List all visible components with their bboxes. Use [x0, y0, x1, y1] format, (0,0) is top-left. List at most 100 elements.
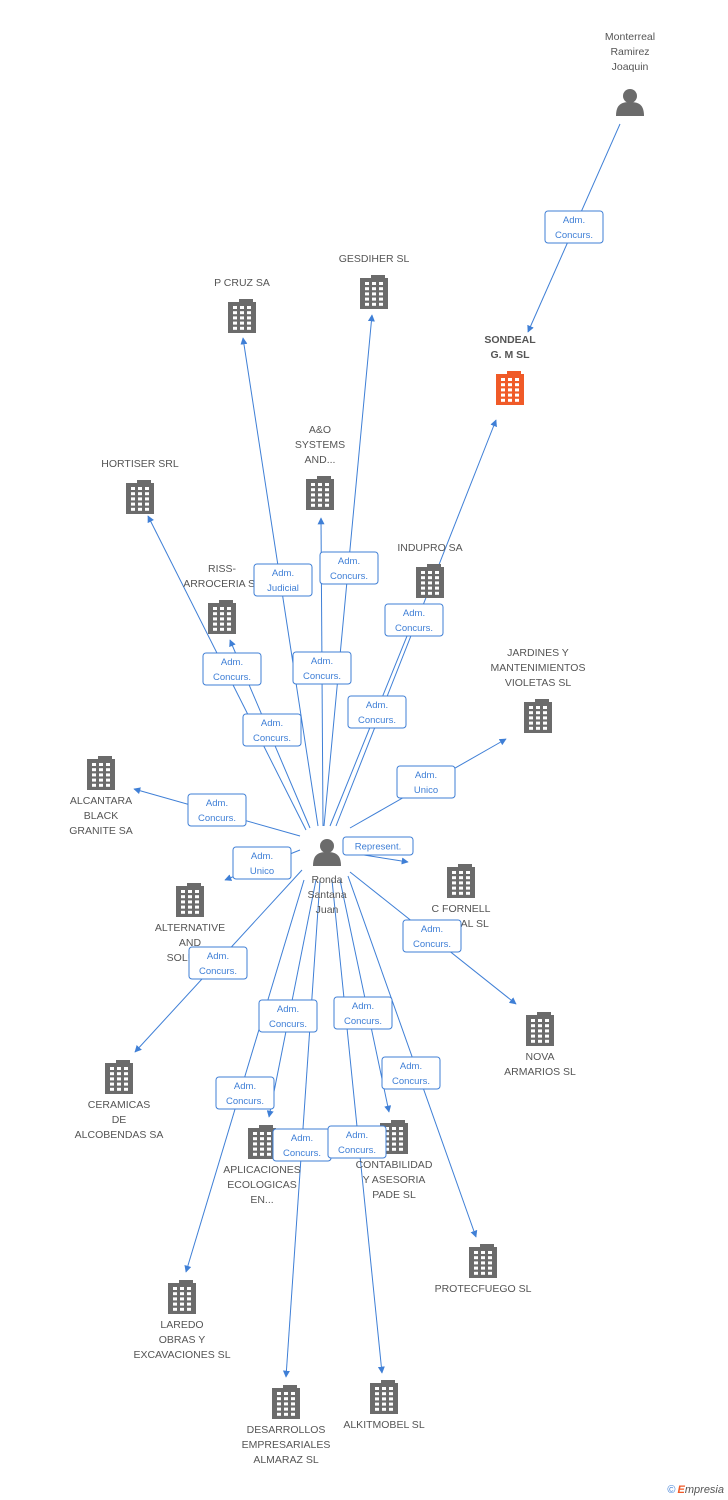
node-label: HORTISER SRL	[101, 458, 179, 470]
node-label: Ronda	[312, 874, 343, 886]
edge-label-text: Adm.	[400, 1061, 422, 1072]
brand-footer: ©Empresia	[667, 1484, 724, 1496]
node-label: MANTENIMIENTOS	[491, 662, 586, 674]
edge-label-text: Concurs.	[392, 1076, 430, 1087]
company-node-hortiser[interactable]: HORTISER SRL	[101, 458, 179, 514]
edge-label-text: Concurs.	[330, 571, 368, 582]
edge-label-ronda-to-gesdiher[interactable]: Adm.Concurs.	[319, 551, 379, 585]
company-node-aoSystems[interactable]: A&OSYSTEMSAND...	[295, 424, 345, 510]
company-node-pcruz[interactable]: P CRUZ SA	[214, 277, 270, 333]
edge-label-box	[232, 846, 292, 880]
edge-label-text: Adm.	[221, 657, 243, 668]
building-icon	[416, 564, 444, 598]
building-icon	[469, 1244, 497, 1278]
edge-label-text: Adm.	[261, 718, 283, 729]
edge-label-text: Concurs.	[395, 623, 433, 634]
edge-label-text: Unico	[414, 785, 438, 796]
person-icon	[616, 89, 644, 116]
edge-label-text: Concurs.	[198, 813, 236, 824]
edge-label-ronda-to-alkitmobel[interactable]: Adm.Concurs.	[327, 1125, 387, 1159]
edge-label-ronda-to-aplicaciones[interactable]: Adm. Concurs.	[258, 999, 318, 1033]
node-label: AND...	[305, 454, 336, 466]
company-node-riss[interactable]: RISS-ARROCERIA SL	[183, 563, 261, 634]
node-label: DE	[112, 1114, 127, 1126]
edge-label-ronda-to-aoSystems[interactable]: Adm.Concurs.	[292, 651, 352, 685]
node-label: PROTECFUEGO SL	[435, 1283, 532, 1295]
node-label: ALCOBENDAS SA	[75, 1129, 164, 1141]
edge-label-ronda-to-hortiser[interactable]: Adm.Concurs.	[202, 652, 262, 686]
node-label: ECOLOGICAS	[227, 1179, 296, 1191]
edge-label-box	[253, 563, 313, 597]
edge-label-ronda-to-laredo[interactable]: Adm.Concurs.	[215, 1076, 275, 1110]
edge-label-ronda-to-cfornell[interactable]: Represent.	[342, 836, 414, 856]
edge-label-text: Judicial	[267, 583, 299, 594]
node-label: BLACK	[84, 810, 118, 822]
edge-label-text: Adm.	[207, 951, 229, 962]
company-node-alkitmobel[interactable]: ALKITMOBEL SL	[343, 1380, 425, 1431]
edge-label-ronda-to-riss[interactable]: Adm. Concurs.	[242, 713, 302, 747]
company-node-aplicaciones[interactable]: APLICACIONESECOLOGICASEN...	[223, 1125, 301, 1206]
node-label: GESDIHER SL	[339, 253, 410, 265]
node-label: AND	[179, 937, 202, 949]
edge-label-ronda-to-alternative[interactable]: Adm.Unico	[232, 846, 292, 880]
edge-label-box	[319, 551, 379, 585]
edge-label-text: Adm.	[277, 1004, 299, 1015]
company-node-protecfuego[interactable]: PROTECFUEGO SL	[435, 1244, 532, 1295]
edge-label-ronda-to-pcruz[interactable]: Adm.Judicial	[253, 563, 313, 597]
company-node-ceramicas[interactable]: CERAMICAS DE ALCOBENDAS SA	[75, 1060, 164, 1141]
building-icon	[176, 883, 204, 917]
edge-label-text: Concurs.	[269, 1019, 307, 1030]
building-icon	[248, 1125, 276, 1159]
edge-label-box	[327, 1125, 387, 1159]
node-label: SONDEAL	[484, 334, 536, 346]
node-label: OBRAS Y	[159, 1334, 206, 1346]
edge-label-box	[347, 695, 407, 729]
edge-label-ronda-to-nova[interactable]: Adm.Concurs.	[402, 919, 462, 953]
building-icon	[168, 1280, 196, 1314]
edge-label-text: Adm.	[415, 770, 437, 781]
edge-label-ronda-to-protecfuego[interactable]: Adm. Concurs.	[381, 1056, 441, 1090]
edge-label-monterreal-to-sondeal[interactable]: Adm.Concurs.	[544, 210, 604, 244]
node-label: ALMARAZ SL	[253, 1454, 319, 1466]
building-icon	[272, 1385, 300, 1419]
node-label: GRANITE SA	[69, 825, 133, 837]
node-label: P CRUZ SA	[214, 277, 270, 289]
node-label: Y ASESORIA	[363, 1174, 426, 1186]
edge-label-ronda-to-alcantara[interactable]: Adm.Concurs.	[187, 793, 247, 827]
node-label: A&O	[309, 424, 331, 436]
edge-label-ronda-to-desarrollos[interactable]: Adm.Concurs.	[272, 1128, 332, 1162]
edge-label-ronda-to-ceramicas[interactable]: Adm.Concurs.	[188, 946, 248, 980]
edge-label-box	[396, 765, 456, 799]
edge-label-text: Concurs.	[555, 230, 593, 241]
edge-label-box	[202, 652, 262, 686]
edge-label-box	[188, 946, 248, 980]
node-label: Monterreal	[605, 31, 655, 43]
node-label: C FORNELL	[432, 903, 491, 915]
node-label: CERAMICAS	[88, 1099, 150, 1111]
building-icon	[360, 275, 388, 309]
edge-label-text: Concurs.	[226, 1096, 264, 1107]
edge-label-text: Adm.	[403, 608, 425, 619]
company-node-gesdiher[interactable]: GESDIHER SL	[339, 253, 410, 309]
edge-label-text: Concurs.	[253, 733, 291, 744]
node-label: Santana	[307, 889, 346, 901]
node-label: LAREDO	[160, 1319, 203, 1331]
edge-label-ronda-to-contabilidad[interactable]: Adm.Concurs.	[333, 996, 393, 1030]
edge-label-ronda-to-indupro[interactable]: Adm.Concurs.	[347, 695, 407, 729]
edge-label-ronda-to-sondeal[interactable]: Adm. Concurs.	[384, 603, 444, 637]
node-label: EN...	[250, 1194, 273, 1206]
company-node-indupro[interactable]: INDUPRO SA	[397, 542, 463, 598]
edge-label-ronda-to-jardines[interactable]: Adm. Unico	[396, 765, 456, 799]
edge-label-text: Adm.	[291, 1133, 313, 1144]
copyright-symbol: ©	[667, 1484, 676, 1496]
